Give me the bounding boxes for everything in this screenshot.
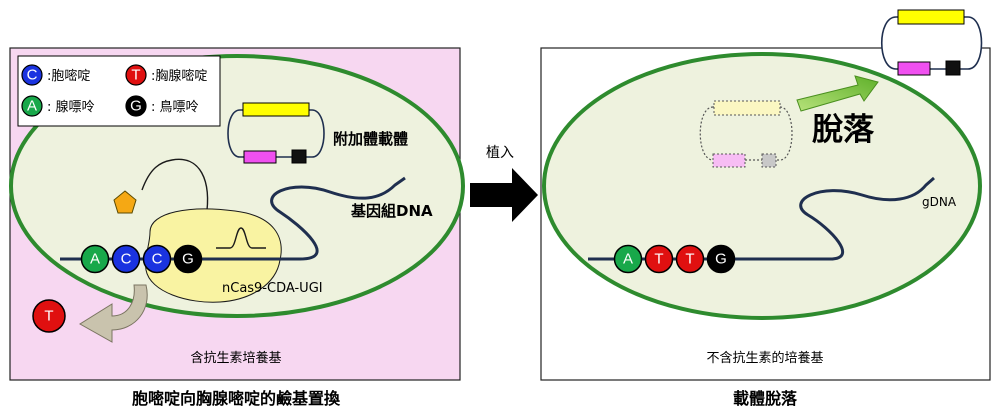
escaped-yellow-segment	[897, 9, 965, 25]
ghost-magenta-segment	[712, 153, 746, 168]
right-cell	[542, 52, 982, 320]
legend-item-cytosine: C :胞嘧啶	[21, 64, 90, 86]
svg-text:T: T	[685, 251, 694, 268]
implant-label: 植入	[486, 145, 514, 161]
right-genome-label: gDNA	[922, 195, 957, 209]
left-caption: 胞嘧啶向胸腺嘧啶的鹼基置換	[131, 389, 341, 408]
legend-label: :胞嘧啶	[47, 69, 90, 84]
legend-item-thymine: T :胸腺嘧啶	[125, 64, 207, 86]
ghost-black-segment	[761, 153, 777, 168]
svg-text:A: A	[90, 251, 100, 268]
escaped-black-segment	[945, 60, 961, 76]
base-g: G	[706, 244, 736, 274]
legend-letter: A	[27, 98, 37, 115]
guide-rna-strand	[141, 158, 209, 219]
escaped-plasmid	[880, 9, 983, 76]
loss-label: 脫落	[812, 112, 875, 148]
base-a: A	[613, 244, 643, 274]
free-thymine: T	[32, 299, 66, 333]
loss-arrow	[796, 75, 879, 112]
base-t: T	[644, 244, 674, 274]
plasmid-black-segment	[291, 149, 307, 164]
plasmid-backbone	[227, 109, 325, 158]
plasmid-magenta-segment	[243, 150, 277, 164]
right-genomic-dna	[588, 176, 935, 261]
lost-plasmid-ghost	[699, 100, 793, 168]
black-arrow	[470, 168, 538, 222]
enzyme-complex	[145, 208, 282, 303]
sequence-right: A T T G	[613, 244, 736, 274]
svg-text:T: T	[654, 251, 663, 268]
left-panel: C :胞嘧啶 T :胸腺嘧啶 A : 腺嘌呤 G : 鳥嘌呤	[9, 47, 465, 381]
escaped-backbone	[880, 16, 983, 70]
svg-text:A: A	[623, 251, 633, 268]
plasmid-label: 附加體載體	[333, 130, 408, 148]
legend-item-adenine: A : 腺嘌呤	[21, 95, 95, 117]
implant-arrow: 植入	[470, 145, 538, 222]
legend-item-guanine: G : 鳥嘌呤	[125, 95, 199, 117]
episomal-vector: 附加體載體	[227, 102, 408, 164]
svg-text:C: C	[121, 251, 132, 268]
legend-letter: C	[27, 67, 38, 84]
base-c: C	[142, 244, 172, 274]
svg-text:G: G	[715, 251, 727, 268]
right-caption: 載體脫落	[733, 389, 798, 408]
base-exchange-arrow	[79, 284, 148, 343]
ghost-backbone	[699, 106, 793, 161]
ghost-yellow-segment	[713, 100, 781, 116]
legend-label: : 腺嘌呤	[47, 99, 95, 115]
sequence-left: A C C G	[80, 244, 203, 274]
escaped-magenta-segment	[897, 61, 931, 76]
genomic-dna	[60, 176, 406, 261]
svg-text:C: C	[152, 251, 163, 268]
base-c: C	[111, 244, 141, 274]
left-medium-label: 含抗生素培養基	[190, 350, 281, 366]
genome-label: 基因組DNA	[350, 202, 433, 220]
legend-letter: G	[130, 98, 142, 115]
legend-letter: T	[131, 67, 140, 84]
legend-label: :胸腺嘧啶	[151, 69, 207, 84]
enzyme-label: nCas9-CDA-UGI	[222, 281, 323, 296]
base-g: G	[173, 244, 203, 274]
right-panel: 脫落 gDNA A T T G 不含抗生素的培養基	[540, 47, 991, 381]
legend-label: : 鳥嘌呤	[151, 99, 199, 115]
right-medium-label: 不含抗生素的培養基	[706, 350, 823, 366]
plasmid-yellow-segment	[242, 102, 310, 117]
svg-text:G: G	[182, 251, 194, 268]
cda-pentagon	[113, 190, 137, 214]
base-a: A	[80, 244, 110, 274]
enzyme-peak	[216, 227, 266, 249]
base-t: T	[675, 244, 705, 274]
legend: C :胞嘧啶 T :胸腺嘧啶 A : 腺嘌呤 G : 鳥嘌呤	[17, 55, 221, 127]
svg-text:T: T	[44, 308, 53, 325]
legend-box	[17, 55, 221, 127]
